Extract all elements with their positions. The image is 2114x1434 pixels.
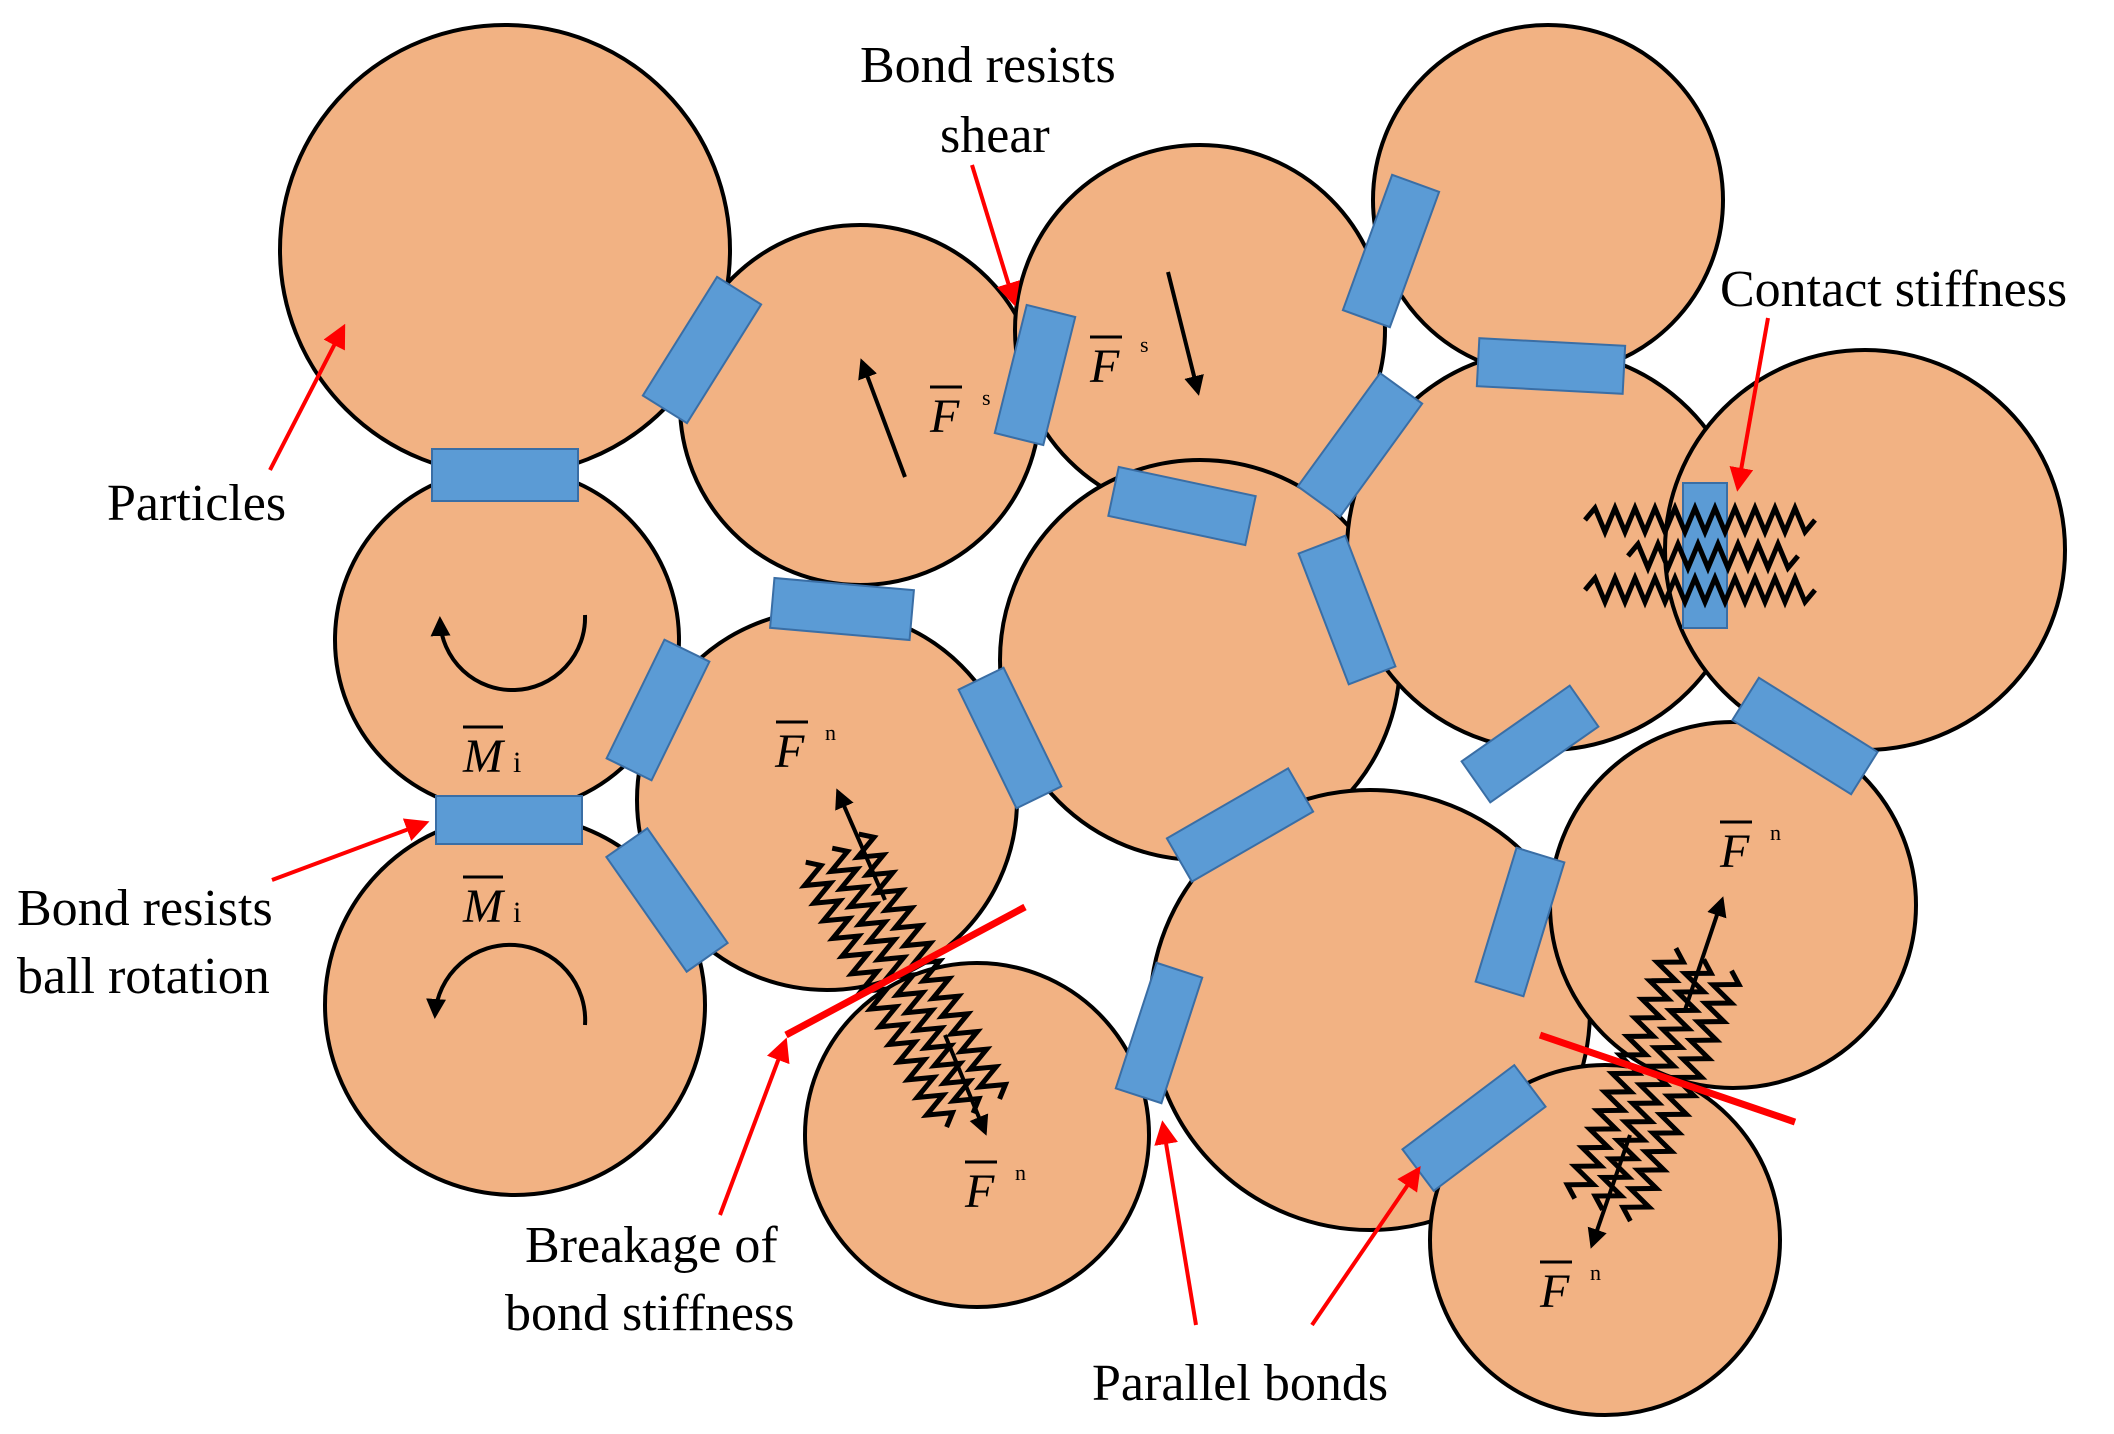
label-parallel-bonds: Parallel bonds [1092, 1355, 1388, 1412]
symbols: F s F s F n F n F n F n M [462, 332, 1781, 1318]
symbol-subscript: i [513, 746, 521, 779]
symbol-normal-force: F n [1719, 820, 1781, 878]
symbol-force-letter: F [964, 1165, 995, 1218]
shear-force-arrow [1166, 271, 1204, 396]
symbol-normal-force: F n [1539, 1260, 1601, 1318]
spring [1583, 501, 1817, 539]
contact-stiffness-arrow [1729, 317, 1770, 492]
parallel-bond [431, 448, 579, 502]
parallel-bond [1460, 684, 1600, 804]
parallel-bond [1475, 337, 1627, 395]
parallel-bond [1731, 676, 1879, 796]
spring [1563, 947, 1688, 1200]
label-bond-rotation-line1: Bond resists [17, 880, 273, 937]
symbol-force-letter: F [1539, 1265, 1570, 1318]
particle [803, 961, 1151, 1309]
symbol-moment-letter: M [462, 880, 506, 933]
parallel-bond [1341, 173, 1441, 329]
bonds-group [431, 173, 1879, 1193]
parallel-bond [1107, 465, 1257, 547]
spring [851, 831, 1010, 1100]
contact-springs [1583, 501, 1817, 609]
breakage-arrow [718, 1037, 790, 1216]
normal-force-arrow [1587, 1134, 1632, 1249]
symbol-shear-force: F s [1089, 332, 1149, 393]
parallel-bond [641, 275, 763, 425]
parallel-bond [1165, 766, 1315, 884]
breakage-line-right [1538, 1031, 1797, 1126]
symbol-moment: M i [462, 875, 521, 933]
symbol-normal-force: F n [964, 1160, 1026, 1218]
symbol-subscript: i [513, 896, 521, 929]
spring [1583, 571, 1817, 609]
symbol-superscript: n [1015, 1160, 1026, 1185]
label-bond-rotation-line2: ball rotation [17, 948, 270, 1005]
normal-force-arrow [943, 1034, 989, 1136]
parallel-bond [605, 638, 711, 782]
symbol-moment-letter: M [462, 730, 506, 783]
parallel-bond [1114, 961, 1204, 1105]
parallel-bond [1474, 846, 1566, 998]
symbol-shear-force: F s [929, 385, 991, 443]
parallel-bond [1296, 371, 1424, 519]
labels: Particles Bond resists shear Contact sti… [17, 37, 2067, 1412]
symbol-superscript: s [1140, 332, 1149, 357]
force-arrows [426, 271, 1727, 1249]
parallel-bond [604, 826, 730, 974]
label-bond-shear-line1: Bond resists [860, 37, 1116, 94]
symbol-force-letter: F [929, 390, 960, 443]
parallel-bond [1297, 534, 1397, 686]
normal-force-arrow [835, 788, 887, 901]
label-bond-shear-line2: shear [940, 107, 1050, 164]
moment-arrow [430, 614, 588, 693]
symbol-force-letter: F [1089, 340, 1120, 393]
parallel-bond [435, 795, 583, 845]
symbol-moment: M i [462, 725, 521, 783]
moment-arrow [426, 942, 588, 1026]
symbol-superscript: n [1770, 820, 1781, 845]
parallel-bonds-arrow [1310, 1166, 1421, 1327]
label-breakage-line2: bond stiffness [505, 1285, 794, 1342]
spring [798, 859, 957, 1129]
parallel-bond [993, 303, 1077, 447]
symbol-force-letter: F [774, 725, 805, 778]
normal-force-arrow [1683, 896, 1727, 1011]
breakage-line-left [784, 903, 1027, 1039]
symbol-superscript: s [982, 385, 991, 410]
label-contact-stiffness: Contact stiffness [1720, 261, 2067, 318]
particles-arrow [268, 323, 346, 471]
shear-force-arrow [858, 358, 907, 478]
parallel-bonds-arrow [1154, 1120, 1198, 1326]
bond-shear-arrow [970, 164, 1020, 307]
symbol-superscript: n [825, 720, 836, 745]
symbol-force-letter: F [1719, 825, 1750, 878]
parallel-bond [769, 576, 915, 642]
spring [825, 845, 983, 1114]
symbol-superscript: n [1590, 1260, 1601, 1285]
symbol-normal-force: F n [774, 720, 836, 778]
spring [1626, 537, 1800, 575]
parallel-bond [957, 666, 1063, 810]
spring [1618, 969, 1744, 1223]
bond-rotation-arrow [271, 818, 430, 882]
broken-springs-left [798, 831, 1010, 1129]
label-particles: Particles [107, 475, 286, 532]
annotation-arrows [268, 164, 1770, 1327]
label-breakage-line1: Breakage of [525, 1217, 778, 1274]
